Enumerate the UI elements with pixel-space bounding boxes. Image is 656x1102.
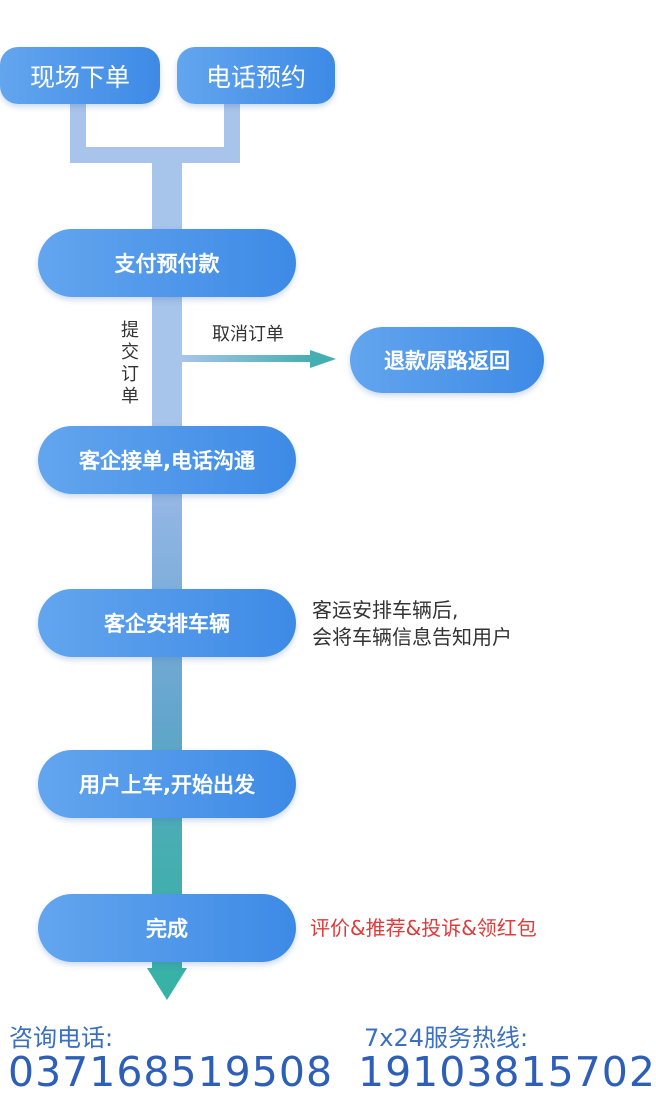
step-arrange-vehicle-node: 客企安排车辆: [38, 589, 296, 657]
cancel-branch-arrow-icon: [310, 350, 336, 368]
entry-onsite-order-node: 现场下单: [0, 47, 160, 104]
step-refund-node: 退款原路返回: [350, 327, 544, 393]
submit-order-label: 提交订单: [121, 320, 139, 407]
cancel-order-label: 取消订单: [212, 324, 284, 345]
complete-actions-note: 评价&推荐&投诉&领红包: [310, 916, 537, 940]
hotline-number[interactable]: 19103815702: [358, 1048, 656, 1096]
cancel-branch-line: [182, 355, 312, 362]
consult-phone-label: 咨询电话:: [9, 1024, 114, 1052]
connector-horizontal-join: [70, 147, 240, 163]
order-flow-diagram: 现场下单 电话预约 支付预付款 提交订单 取消订单 退款原路返回 客企接单,电话…: [0, 47, 655, 1096]
step-complete-node: 完成: [38, 894, 296, 962]
connector-right-vertical: [224, 100, 240, 162]
flow-end-arrow-icon: [147, 968, 187, 1000]
step-pay-deposit-node: 支付预付款: [38, 229, 296, 297]
arrange-note-line-2: 会将车辆信息告知用户: [312, 625, 512, 649]
arrange-vehicle-note: 客运安排车辆后, 会将车辆信息告知用户: [312, 597, 512, 651]
hotline-label: 7x24服务热线:: [364, 1024, 529, 1052]
connector-left-vertical: [70, 100, 86, 162]
step-accept-order-node: 客企接单,电话沟通: [38, 426, 296, 494]
arrange-note-line-1: 客运安排车辆后,: [312, 598, 459, 622]
step-board-depart-node: 用户上车,开始出发: [38, 750, 296, 818]
consult-phone-number[interactable]: 037168519508: [8, 1048, 334, 1096]
entry-phone-booking-node: 电话预约: [177, 47, 335, 104]
